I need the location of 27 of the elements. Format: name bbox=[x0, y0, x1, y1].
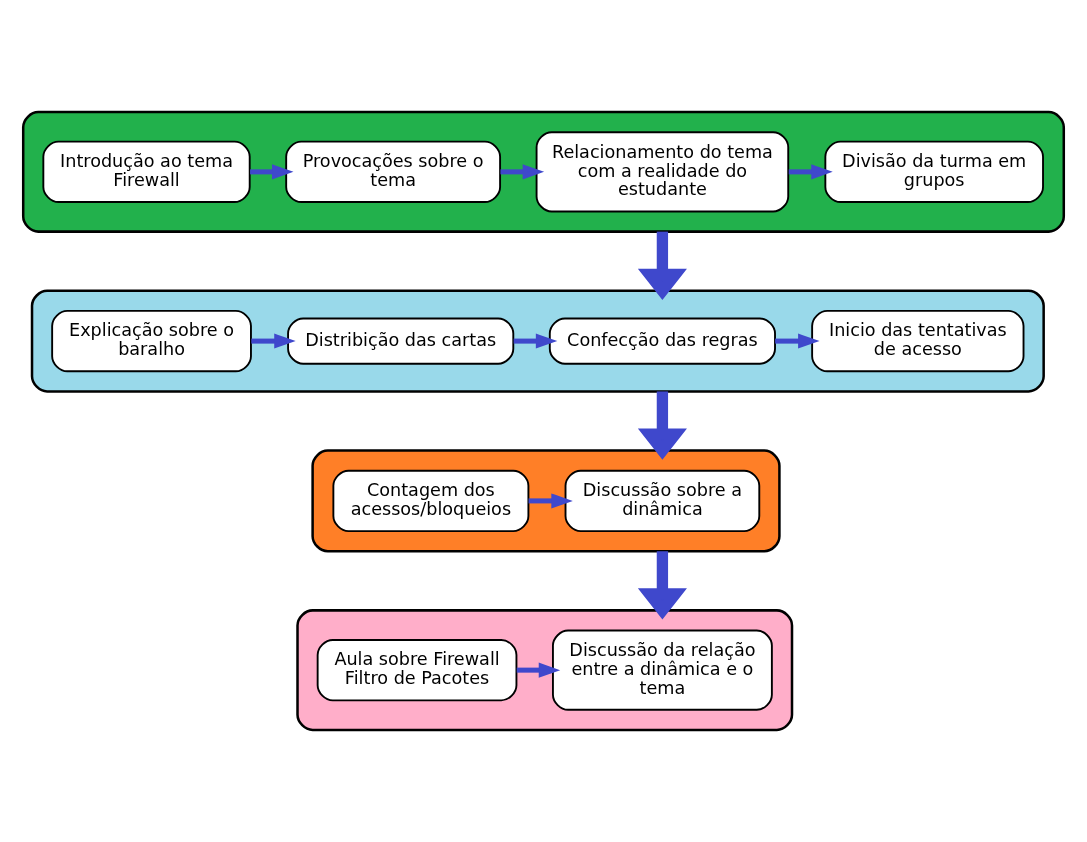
arrow bbox=[251, 333, 296, 349]
node-box: Confecção das regras bbox=[548, 317, 776, 365]
arrow bbox=[775, 333, 820, 349]
node-box: Discussão da relação entre a dinâmica e o tema bbox=[552, 629, 773, 711]
arrow bbox=[513, 333, 558, 349]
cluster bbox=[311, 449, 781, 553]
cluster bbox=[30, 289, 1045, 393]
arrow bbox=[637, 551, 687, 620]
arrow bbox=[528, 493, 573, 509]
arrow bbox=[516, 662, 561, 678]
arrow bbox=[637, 231, 687, 300]
node-box: Relacionamento do tema com a realidade do estudante bbox=[535, 131, 790, 213]
arrow bbox=[250, 164, 294, 180]
cluster bbox=[21, 110, 1066, 233]
node-box: Discussão sobre a dinâmica bbox=[564, 469, 761, 533]
node-box: Introdução ao tema Firewall bbox=[42, 140, 251, 203]
node-box: Explicação sobre o baralho bbox=[51, 309, 252, 373]
arrow bbox=[788, 164, 833, 180]
node-box: Divisão da turma em grupos bbox=[824, 140, 1044, 203]
arrow bbox=[500, 164, 545, 180]
node-box: Distribição das cartas bbox=[287, 317, 515, 365]
cluster bbox=[296, 609, 794, 732]
node-box: Inicio das tentativas de acesso bbox=[811, 309, 1025, 373]
node-box: Aula sobre Firewall Filtro de Pacotes bbox=[316, 639, 518, 702]
node-box: Provocações sobre o tema bbox=[285, 140, 502, 203]
arrow bbox=[637, 391, 687, 460]
node-box: Contagem dos acessos/bloqueios bbox=[332, 469, 530, 533]
